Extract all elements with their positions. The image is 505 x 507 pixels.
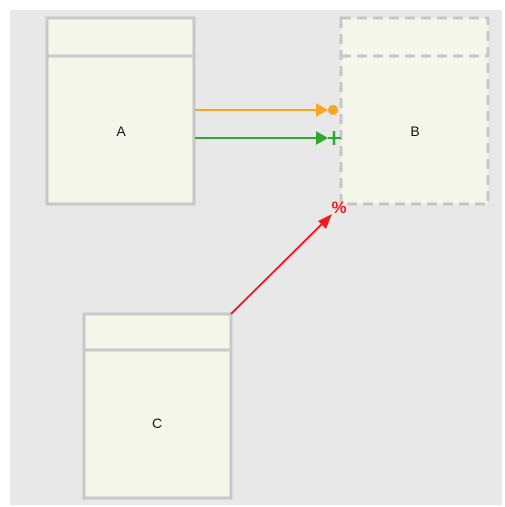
node-c-label: C	[152, 415, 162, 431]
node-b-label: B	[410, 123, 419, 139]
node-c-box	[82, 312, 233, 500]
edge-c-b-red-line	[230, 222, 324, 315]
arrowhead-icon	[316, 103, 328, 117]
edge-c-b-red[interactable]: %	[230, 198, 347, 315]
node-c[interactable]: C	[82, 312, 233, 500]
circle-end-icon	[328, 105, 338, 115]
node-b[interactable]: B	[339, 16, 490, 206]
node-b-box	[339, 16, 490, 206]
arrowhead-icon	[318, 214, 332, 229]
arrowhead-icon	[316, 131, 328, 145]
diagram-canvas: A B C %	[10, 10, 502, 505]
node-a-box	[45, 16, 196, 206]
node-a[interactable]: A	[45, 16, 196, 206]
node-a-label: A	[116, 123, 126, 139]
edge-c-b-target-label: %	[331, 198, 346, 217]
edge-a-b-orange[interactable]	[195, 103, 338, 117]
edge-a-b-green[interactable]	[195, 131, 341, 145]
diagram-svg: A B C %	[45, 16, 490, 500]
